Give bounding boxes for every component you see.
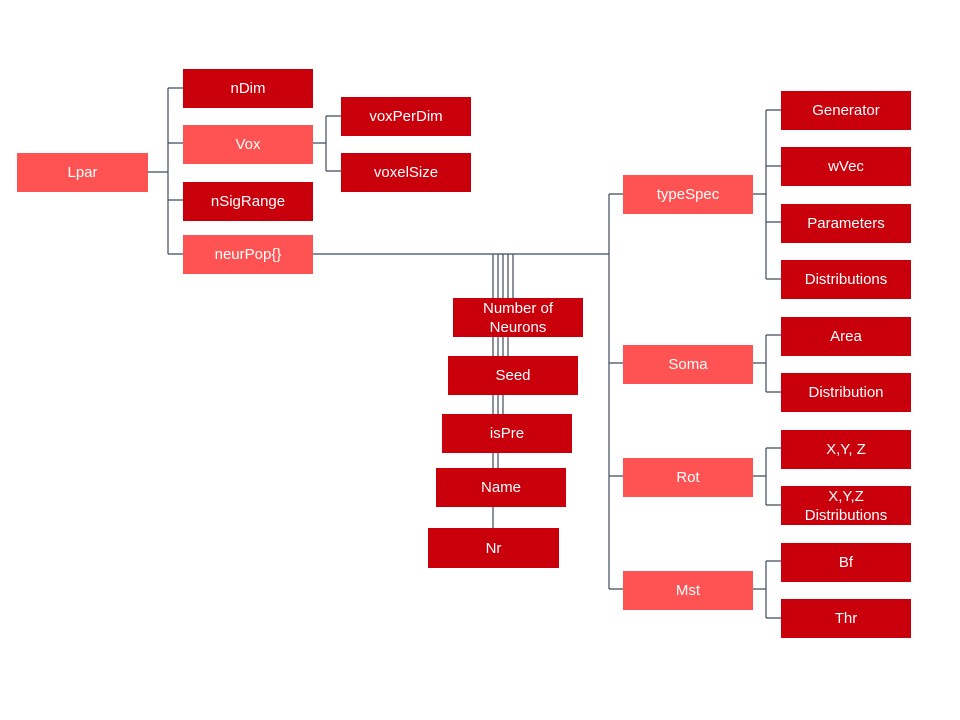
- node-typespec: typeSpec: [623, 175, 753, 214]
- node-vox: Vox: [183, 125, 313, 164]
- node-distributions: Distributions: [781, 260, 911, 299]
- node-thr: Thr: [781, 599, 911, 638]
- node-soma: Soma: [623, 345, 753, 384]
- node-voxperdim: voxPerDim: [341, 97, 471, 136]
- node-seed: Seed: [448, 356, 578, 395]
- node-lpar: Lpar: [17, 153, 148, 192]
- connector-soma: [753, 334, 781, 393]
- node-xyz-distributions: X,Y,Z Distributions: [781, 486, 911, 525]
- node-wvec: wVec: [781, 147, 911, 186]
- node-ispre: isPre: [442, 414, 572, 453]
- node-xyz: X,Y, Z: [781, 430, 911, 469]
- node-ndim: nDim: [183, 69, 313, 108]
- node-bf: Bf: [781, 543, 911, 582]
- node-neurpop: neurPop{}: [183, 235, 313, 274]
- node-nsigrange: nSigRange: [183, 182, 313, 221]
- node-distribution: Distribution: [781, 373, 911, 412]
- node-number-of-neurons: Number of Neurons: [453, 298, 583, 337]
- node-name: Name: [436, 468, 566, 507]
- connector-vox: [313, 115, 341, 172]
- connector-mst: [753, 560, 781, 619]
- node-parameters: Parameters: [781, 204, 911, 243]
- node-generator: Generator: [781, 91, 911, 130]
- connector-typespec: [753, 109, 781, 280]
- node-voxelsize: voxelSize: [341, 153, 471, 192]
- node-area: Area: [781, 317, 911, 356]
- connector-right-column: [608, 193, 623, 590]
- node-nr: Nr: [428, 528, 559, 568]
- connector-rot: [753, 447, 781, 506]
- node-mst: Mst: [623, 571, 753, 610]
- node-rot: Rot: [623, 458, 753, 497]
- connector-lpar: [148, 87, 183, 255]
